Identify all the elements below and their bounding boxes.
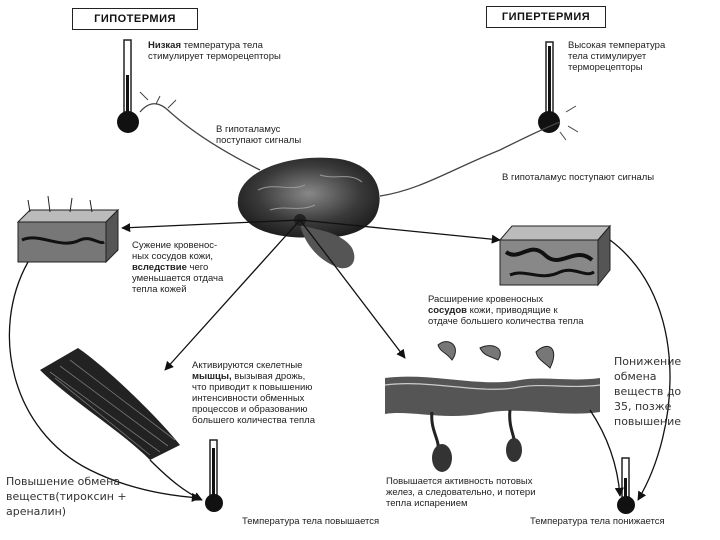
sweat-line1: Повышается активность потовых: [386, 476, 532, 487]
note-right-line1: Понижение: [614, 355, 681, 368]
sweat-line3: тепла испарением: [386, 498, 468, 509]
muscles-line6: большего количества тепла: [192, 415, 315, 426]
high-temperature-line2: тела стимулирует: [568, 51, 646, 62]
nerve-right: [380, 122, 560, 196]
muscles-line4: интенсивности обменных: [192, 393, 304, 404]
hypothalamus-left-line2: поступают сигналы: [216, 135, 301, 146]
note-right-line5: повышение: [614, 415, 681, 428]
note-right: Понижение обмена веществ до 35, позже по…: [614, 354, 681, 429]
sweat-glands-icon: [385, 342, 600, 472]
thermometer-bottom-right-icon: [617, 458, 635, 514]
muscles-line1: Активируются скелетные: [192, 360, 302, 371]
muscles-line3: что приводит к повышению: [192, 382, 312, 393]
muscles-line5: процессов и образованию: [192, 404, 307, 415]
vasoconstriction-line1: Сужение кровенос-: [132, 240, 217, 251]
hypothalamus-left-line1: В гипоталамус: [216, 124, 280, 135]
vasodilation-line3: отдаче большего количества тепла: [428, 316, 584, 327]
vasodilation-line2-rest: кожи, приводящие к: [467, 305, 558, 316]
temperature-rises-caption: Температура тела повышается: [242, 516, 379, 527]
vasoconstriction-line3-rest: чего: [187, 262, 208, 273]
vasoconstriction-caption: Сужение кровенос- ных сосудов кожи, всле…: [132, 240, 223, 295]
temperature-falls-caption: Температура тела понижается: [530, 516, 665, 527]
note-left: Повышение обмена веществ(тироксин + арен…: [6, 474, 127, 519]
note-left-line2: веществ(тироксин +: [6, 490, 127, 503]
vasoconstriction-bold: вследствие: [132, 262, 187, 273]
vasoconstriction-line4: уменьшается отдача: [132, 273, 223, 284]
thermometer-top-left-icon: [117, 40, 139, 133]
muscles-bold: мышцы,: [192, 371, 232, 382]
note-left-line3: ареналин): [6, 505, 66, 518]
low-temperature-rest: температура тела: [181, 40, 263, 51]
note-left-line1: Повышение обмена: [6, 475, 120, 488]
low-temperature-bold: Низкая: [148, 40, 181, 51]
thermometer-bottom-left-icon: [205, 440, 223, 512]
low-temperature-line2: стимулирует терморецепторы: [148, 51, 281, 62]
arrow-muscle-to-temp: [150, 460, 202, 500]
skin-block-left-icon: [18, 196, 118, 262]
high-temperature-line3: терморецепторы: [568, 62, 643, 73]
skin-block-right-icon: [500, 226, 610, 285]
note-right-line4: 35, позже: [614, 400, 671, 413]
brain-icon: [238, 158, 380, 269]
muscles-line2-rest: вызывая дрожь,: [232, 371, 306, 382]
high-temperature-line1: Высокая температура: [568, 40, 665, 51]
arrow-to-sweat: [300, 220, 405, 358]
muscle-icon: [40, 348, 180, 460]
note-right-line2: обмена: [614, 370, 657, 383]
low-temperature-caption: Низкая температура тела стимулирует терм…: [148, 40, 281, 62]
vasoconstriction-line2: ных сосудов кожи,: [132, 251, 213, 262]
sweat-line2: желез, а следовательно, и потери: [386, 487, 536, 498]
vasodilation-bold: сосудов: [428, 305, 467, 316]
hypothermia-header: ГИПОТЕРМИЯ: [72, 8, 198, 30]
high-temperature-caption: Высокая температура тела стимулирует тер…: [568, 40, 665, 73]
vasodilation-line1: Расширение кровеносных: [428, 294, 543, 305]
vasoconstriction-line5: тепла кожей: [132, 284, 187, 295]
hypothalamus-caption-right: В гипоталамус поступают сигналы: [502, 172, 654, 183]
vasodilation-caption: Расширение кровеносных сосудов кожи, при…: [428, 294, 584, 327]
hypothalamus-caption-left: В гипоталамус поступают сигналы: [216, 124, 301, 146]
hyperthermia-header: ГИПЕРТЕРМИЯ: [486, 6, 606, 28]
note-right-line3: веществ до: [614, 385, 681, 398]
sweat-caption: Повышается активность потовых желез, а с…: [386, 476, 536, 509]
muscles-caption: Активируются скелетные мышцы, вызывая др…: [192, 360, 315, 426]
thermometer-top-right-icon: [538, 42, 560, 133]
